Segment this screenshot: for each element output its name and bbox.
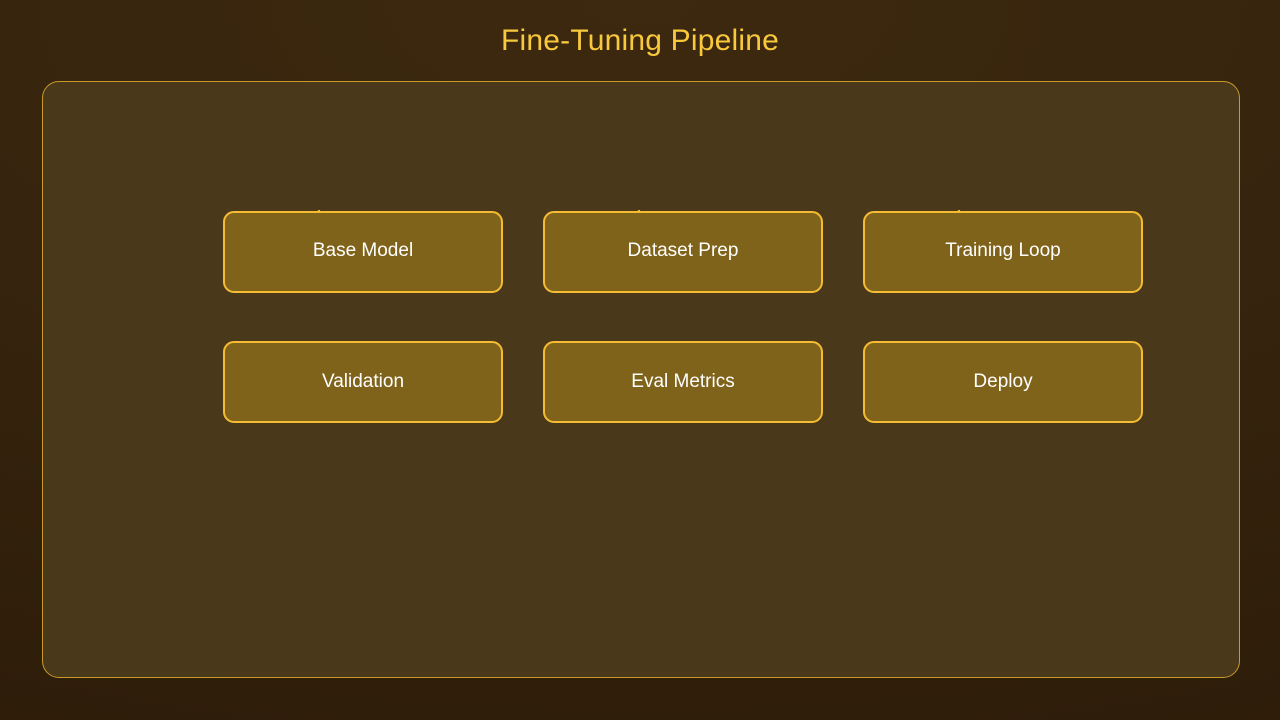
node-label: Training Loop [945, 240, 1061, 261]
node-dataset-prep[interactable]: Dataset Prep [543, 211, 823, 293]
node-base-model[interactable]: Base Model [223, 211, 503, 293]
node-label: Validation [321, 371, 405, 392]
node-training-loop[interactable]: Training Loop [863, 211, 1143, 293]
nodes-layer: Base Model Dataset Prep Training Loop Va… [43, 82, 1239, 677]
node-label: Eval Metrics [631, 371, 735, 392]
node-label: Deploy [973, 371, 1033, 392]
node-eval-metrics[interactable]: Eval Metrics [543, 341, 823, 423]
diagram-panel: Base Model Dataset Prep Training Loop Va… [42, 81, 1240, 678]
node-deploy[interactable]: Deploy [863, 341, 1143, 423]
page-title: Fine-Tuning Pipeline [500, 24, 780, 57]
node-label: Dataset Prep [627, 240, 739, 261]
node-validation[interactable]: Validation [223, 341, 503, 423]
node-label: Base Model [312, 240, 414, 261]
